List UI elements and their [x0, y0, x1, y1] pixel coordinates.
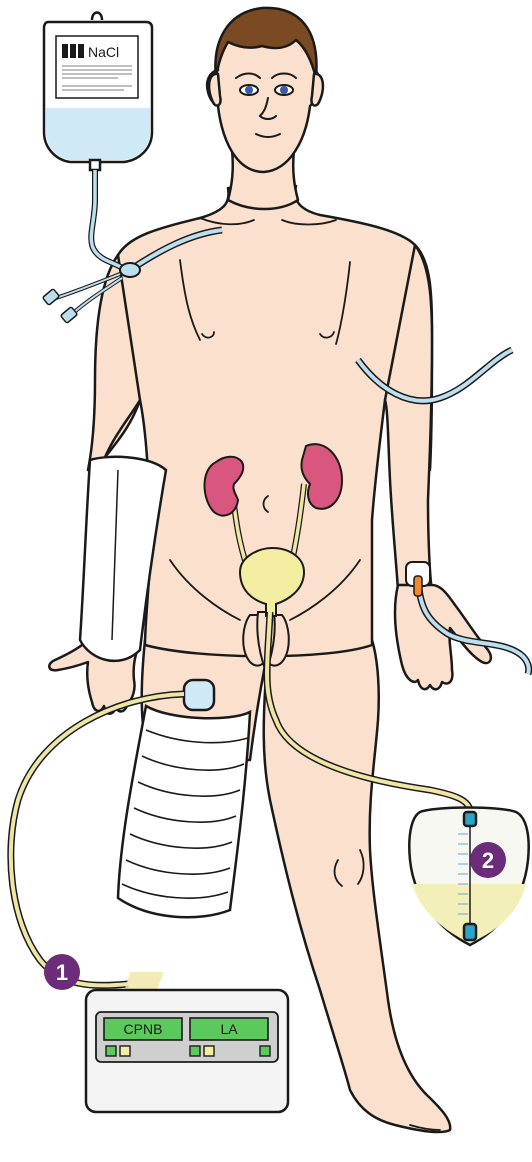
- urine-bag: [409, 808, 528, 946]
- left-ear: [311, 74, 322, 106]
- marker-2-text: 2: [482, 848, 494, 873]
- iv-bag: [44, 13, 152, 171]
- marker-2: 2: [470, 842, 506, 878]
- pump-button-5: [260, 1046, 270, 1056]
- pump-display-left-text: CPNB: [124, 1021, 163, 1037]
- pump-button-3: [190, 1046, 200, 1056]
- nerve-block-dressing: [184, 680, 214, 710]
- marker-1: 1: [44, 954, 80, 990]
- pump-button-1: [106, 1046, 116, 1056]
- right-iris: [245, 86, 253, 94]
- urine-bag-top-connector: [464, 812, 476, 826]
- iv-bag-label: NaCl: [88, 44, 119, 60]
- cvc-hub: [120, 263, 140, 277]
- urine-bag-bottom-connector: [464, 924, 476, 940]
- iv-bag-barcode-2: [70, 44, 76, 58]
- pump-button-4: [204, 1046, 214, 1056]
- infusion-pump: [86, 972, 288, 1112]
- iv-bag-fluid: [46, 108, 150, 160]
- marker-1-text: 1: [56, 960, 68, 985]
- left-hand: [395, 585, 491, 689]
- stump-bandage: [118, 706, 250, 917]
- pump-display-right-text: LA: [220, 1021, 238, 1037]
- iv-bag-port: [90, 160, 100, 170]
- cvc-port-1: [42, 289, 59, 306]
- iv-bag-barcode-1: [62, 44, 68, 58]
- iv-bag-hanger: [92, 13, 102, 21]
- iv-cannula-hub: [414, 576, 422, 596]
- left-iris: [280, 86, 288, 94]
- pump-button-2: [120, 1046, 130, 1056]
- iv-bag-barcode-3: [78, 44, 84, 58]
